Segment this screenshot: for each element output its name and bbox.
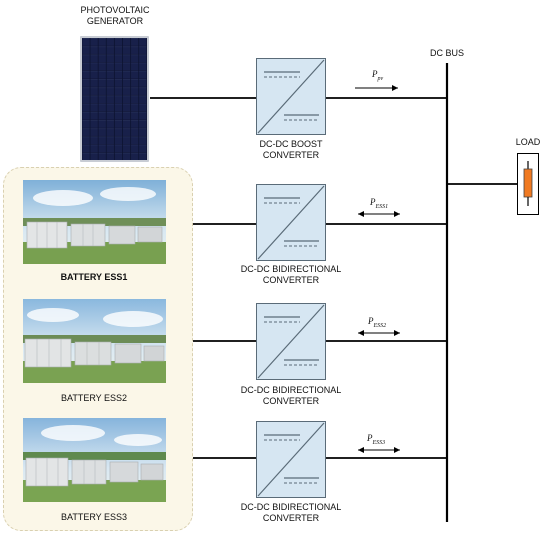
pv-title: PHOTOVOLTAIC GENERATOR bbox=[60, 5, 170, 27]
power-arrow-ess1 bbox=[358, 211, 400, 217]
converter-3-line2: CONVERTER bbox=[262, 396, 320, 406]
battery-ess2-label: BATTERY ESS2 bbox=[60, 393, 128, 403]
battery-ess1-photo bbox=[23, 180, 166, 264]
converter-1-line2: CONVERTER bbox=[262, 150, 320, 160]
power-arrow-pv bbox=[355, 85, 398, 91]
load-label: LOAD bbox=[515, 137, 541, 147]
dc-dc-bidirectional-converter-3-symbol bbox=[256, 421, 326, 498]
power-label-ess2: PESS2 bbox=[368, 316, 386, 329]
bidirectional-converter-2-label: DC-DC BIDIRECTIONAL CONVERTER bbox=[221, 385, 361, 407]
power-label-pv: Ppv bbox=[372, 69, 383, 82]
power-symbol-ess3: P bbox=[367, 433, 373, 443]
dc-bus-label: DC BUS bbox=[429, 48, 464, 58]
power-sub-ess1: ESS1 bbox=[375, 203, 389, 210]
boost-converter-label: DC-DC BOOST CONVERTER bbox=[231, 139, 351, 161]
converter-3-line1: DC-DC BIDIRECTIONAL bbox=[240, 385, 342, 395]
dc-dc-bidirectional-converter-1-symbol bbox=[256, 184, 326, 261]
converter-4-line2: CONVERTER bbox=[262, 513, 320, 523]
battery-ess2-photo bbox=[23, 299, 166, 383]
dc-dc-bidirectional-converter-2-symbol bbox=[256, 303, 326, 380]
battery-ess1-label: BATTERY ESS1 bbox=[60, 272, 128, 282]
dc-dc-boost-converter-symbol bbox=[256, 58, 326, 135]
power-arrow-ess2 bbox=[358, 330, 400, 336]
converter-4-line1: DC-DC BIDIRECTIONAL bbox=[240, 502, 342, 512]
power-sub-ess3: ESS3 bbox=[372, 439, 386, 446]
power-label-ess1: PESS1 bbox=[370, 197, 388, 210]
pv-title-line1: PHOTOVOLTAIC bbox=[80, 5, 150, 15]
power-symbol-ess1: P bbox=[370, 197, 376, 207]
power-symbol-pv: P bbox=[372, 69, 378, 79]
converter-2-line1: DC-DC BIDIRECTIONAL bbox=[240, 264, 342, 274]
power-symbol-ess2: P bbox=[368, 316, 374, 326]
power-sub-pv: pv bbox=[377, 75, 384, 82]
power-sub-ess2: ESS2 bbox=[373, 322, 387, 329]
battery-ess3-photo bbox=[23, 418, 166, 502]
bidirectional-converter-1-label: DC-DC BIDIRECTIONAL CONVERTER bbox=[221, 264, 361, 286]
battery-ess3-label: BATTERY ESS3 bbox=[60, 512, 128, 522]
solar-panel-icon bbox=[80, 36, 149, 162]
converter-2-line2: CONVERTER bbox=[262, 275, 320, 285]
pv-title-line2: GENERATOR bbox=[86, 16, 144, 26]
power-label-ess3: PESS3 bbox=[367, 433, 385, 446]
bidirectional-converter-3-label: DC-DC BIDIRECTIONAL CONVERTER bbox=[221, 502, 361, 524]
resistor-icon bbox=[517, 153, 539, 215]
power-arrow-ess3 bbox=[358, 447, 400, 453]
converter-1-line1: DC-DC BOOST bbox=[259, 139, 323, 149]
